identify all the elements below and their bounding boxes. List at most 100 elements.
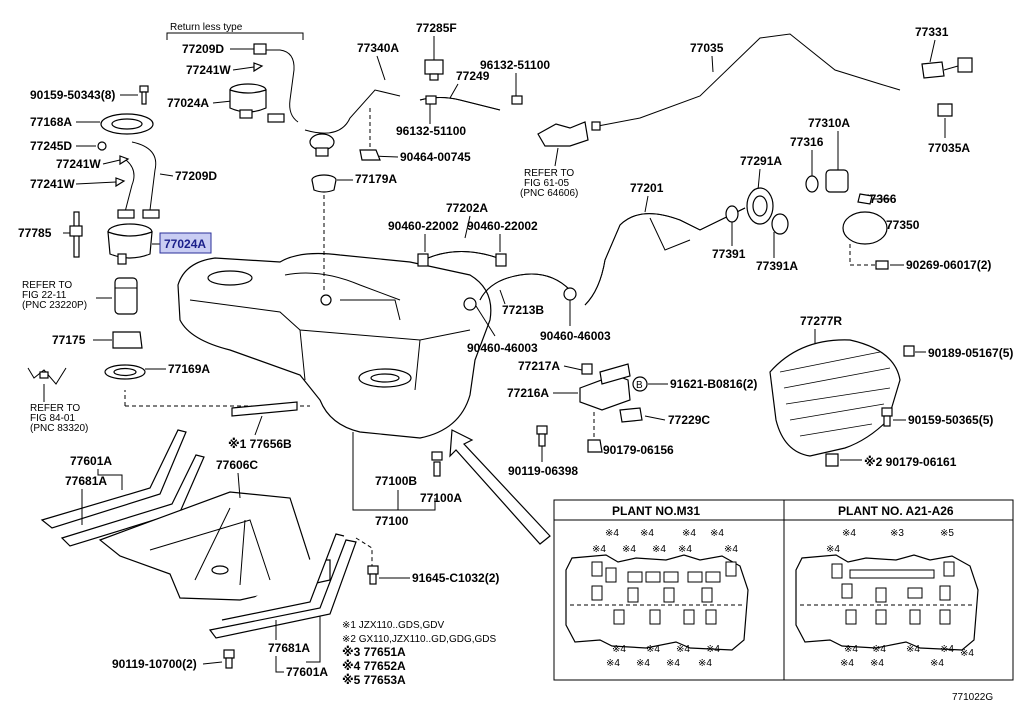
clamp-90460-46003-b xyxy=(563,287,577,301)
valve-77285F xyxy=(424,59,444,81)
nut-90179-06161 xyxy=(825,453,839,467)
part-77209D-top[interactable]: 77209D xyxy=(182,42,224,56)
part-77217A[interactable]: 77217A xyxy=(518,359,560,373)
part-90460-46003-b[interactable]: 90460-46003 xyxy=(540,329,611,343)
svg-text:※4: ※4 xyxy=(826,544,840,555)
part-77024A-top[interactable]: 77024A xyxy=(167,96,209,110)
part-90159-50343[interactable]: 90159-50343(8) xyxy=(30,88,115,102)
part-77350[interactable]: 77350 xyxy=(886,218,920,232)
screw-90269 xyxy=(875,260,889,270)
part-77316[interactable]: 77316 xyxy=(790,135,824,149)
part-77241W-low[interactable]: 77241W xyxy=(30,177,75,191)
part-77168A[interactable]: 77168A xyxy=(30,115,72,129)
part-96132-51100-a[interactable]: 96132-51100 xyxy=(480,58,550,72)
part-77285F[interactable]: 77285F xyxy=(416,21,457,35)
part-77391A[interactable]: 77391A xyxy=(756,259,798,273)
part-77179A[interactable]: 77179A xyxy=(355,172,397,186)
part-90159-50365[interactable]: 90159-50365(5) xyxy=(908,413,993,427)
part-77277R[interactable]: 77277R xyxy=(800,314,842,328)
plant-a21-labels: ※4 ※3 ※5 ※4 ※4 ※4 ※4 ※4 ※4 ※4 ※4 ※4 xyxy=(826,528,974,669)
part-77035A[interactable]: 77035A xyxy=(928,141,970,155)
part-90460-46003-a[interactable]: 90460-46003 xyxy=(467,341,538,355)
part-77681A-upper[interactable]: 77681A xyxy=(65,474,107,488)
clamp-96132-a xyxy=(511,95,523,105)
part-91621-B0816[interactable]: 91621-B0816(2) xyxy=(670,377,757,391)
figure-id: 771022G xyxy=(952,692,993,703)
part-77340A[interactable]: 77340A xyxy=(357,41,399,55)
retainer-ring-77168A xyxy=(100,113,154,135)
part-77216A[interactable]: 77216A xyxy=(507,386,549,400)
fuel-door-77350 xyxy=(842,211,888,245)
bolt-b-letter: B xyxy=(636,380,643,391)
part-77024A-selected[interactable]: 77024A xyxy=(164,237,206,251)
part-91645-C1032[interactable]: 91645-C1032(2) xyxy=(412,571,499,585)
nut-90179-06156 xyxy=(587,439,603,453)
part-77681A-lower[interactable]: 77681A xyxy=(268,641,310,655)
refer-22-11-l2[interactable]: FIG 22-11 xyxy=(22,290,67,301)
part-96132-51100-b[interactable]: 96132-51100 xyxy=(396,124,466,138)
refer-61-05-l3[interactable]: (PNC 64606) xyxy=(520,188,578,199)
gasket-77169A xyxy=(104,364,146,380)
svg-text:※4: ※4 xyxy=(612,644,626,655)
part-77241W-top[interactable]: 77241W xyxy=(186,63,231,77)
svg-text:※4: ※4 xyxy=(682,528,696,539)
part-77249[interactable]: 77249 xyxy=(456,69,490,83)
part-77656B[interactable]: ※1 77656B xyxy=(228,437,292,451)
part-90119-06398[interactable]: 90119-06398 xyxy=(508,464,578,478)
return-less-bracket xyxy=(166,32,304,40)
fuel-pump-top xyxy=(229,83,267,119)
refer-61-05-l1[interactable]: REFER TO xyxy=(524,168,574,179)
part-77035[interactable]: 77035 xyxy=(690,41,724,55)
bracket-77175 xyxy=(112,331,143,349)
part-77209D-mid[interactable]: 77209D xyxy=(175,169,217,183)
part-77229C[interactable]: 77229C xyxy=(668,413,710,427)
part-77100[interactable]: 77100 xyxy=(375,514,409,528)
part-90460-22002-b[interactable]: 90460-22002 xyxy=(467,219,538,233)
bolt-b-circle xyxy=(632,376,648,392)
part-90464-00745[interactable]: 90464-00745 xyxy=(400,150,471,164)
part-77391[interactable]: 77391 xyxy=(712,247,746,261)
refer-22-11-l3[interactable]: (PNC 23220P) xyxy=(22,300,87,311)
svg-text:※4: ※4 xyxy=(652,544,666,555)
part-77245D[interactable]: 77245D xyxy=(30,139,72,153)
cap-77310A xyxy=(805,169,849,193)
part-77606C[interactable]: 77606C xyxy=(216,458,258,472)
hose-77213B xyxy=(479,273,571,301)
refer-84-01-l1[interactable]: REFER TO xyxy=(30,403,80,414)
part-77331[interactable]: 77331 xyxy=(915,25,949,39)
part-77601A-upper[interactable]: 77601A xyxy=(70,454,112,468)
valve-77331 xyxy=(921,57,973,79)
part-90269-06017[interactable]: 90269-06017(2) xyxy=(906,258,991,272)
svg-text:※4: ※4 xyxy=(646,644,660,655)
part-77291A[interactable]: 77291A xyxy=(740,154,782,168)
svg-text:※4: ※4 xyxy=(606,658,620,669)
part-90189-05167[interactable]: 90189-05167(5) xyxy=(928,346,1013,360)
part-77201[interactable]: 77201 xyxy=(630,181,664,195)
part-77175[interactable]: 77175 xyxy=(52,333,86,347)
part-77241W-mid[interactable]: 77241W xyxy=(56,157,101,171)
svg-text:※4: ※4 xyxy=(844,644,858,655)
part-90119-10700[interactable]: 90119-10700(2) xyxy=(112,657,197,671)
part-77202A[interactable]: 77202A xyxy=(446,201,488,215)
svg-text:※4: ※4 xyxy=(870,658,884,669)
part-77785[interactable]: 77785 xyxy=(18,226,52,240)
part-77100A[interactable]: 77100A xyxy=(420,491,462,505)
part-90179-06156[interactable]: 90179-06156 xyxy=(603,443,674,457)
part-90460-22002-a[interactable]: 90460-22002 xyxy=(388,219,459,233)
refer-84-01-l3[interactable]: (PNC 83320) xyxy=(30,423,88,434)
fender-liner-77277R xyxy=(769,339,901,457)
refer-22-11-l1[interactable]: REFER TO xyxy=(22,280,72,291)
filler-neck-77291A xyxy=(746,187,774,225)
part-77310A[interactable]: 77310A xyxy=(808,116,850,130)
refer-84-01-l2[interactable]: FIG 84-01 xyxy=(30,413,75,424)
part-77100B[interactable]: 77100B xyxy=(375,474,417,488)
part-77601A-lower[interactable]: 77601A xyxy=(286,665,328,679)
svg-text:※4: ※4 xyxy=(706,644,720,655)
part-90179-06161[interactable]: ※2 90179-06161 xyxy=(864,455,957,469)
part-77213B[interactable]: 77213B xyxy=(502,303,544,317)
footnote-3: ※3 77651A xyxy=(342,645,406,659)
part-77169A[interactable]: 77169A xyxy=(168,362,210,376)
footnote-2: ※2 GX110,JZX110..GD,GDG,GDS xyxy=(342,634,497,645)
refer-61-05-l2[interactable]: FIG 61-05 xyxy=(524,178,569,189)
